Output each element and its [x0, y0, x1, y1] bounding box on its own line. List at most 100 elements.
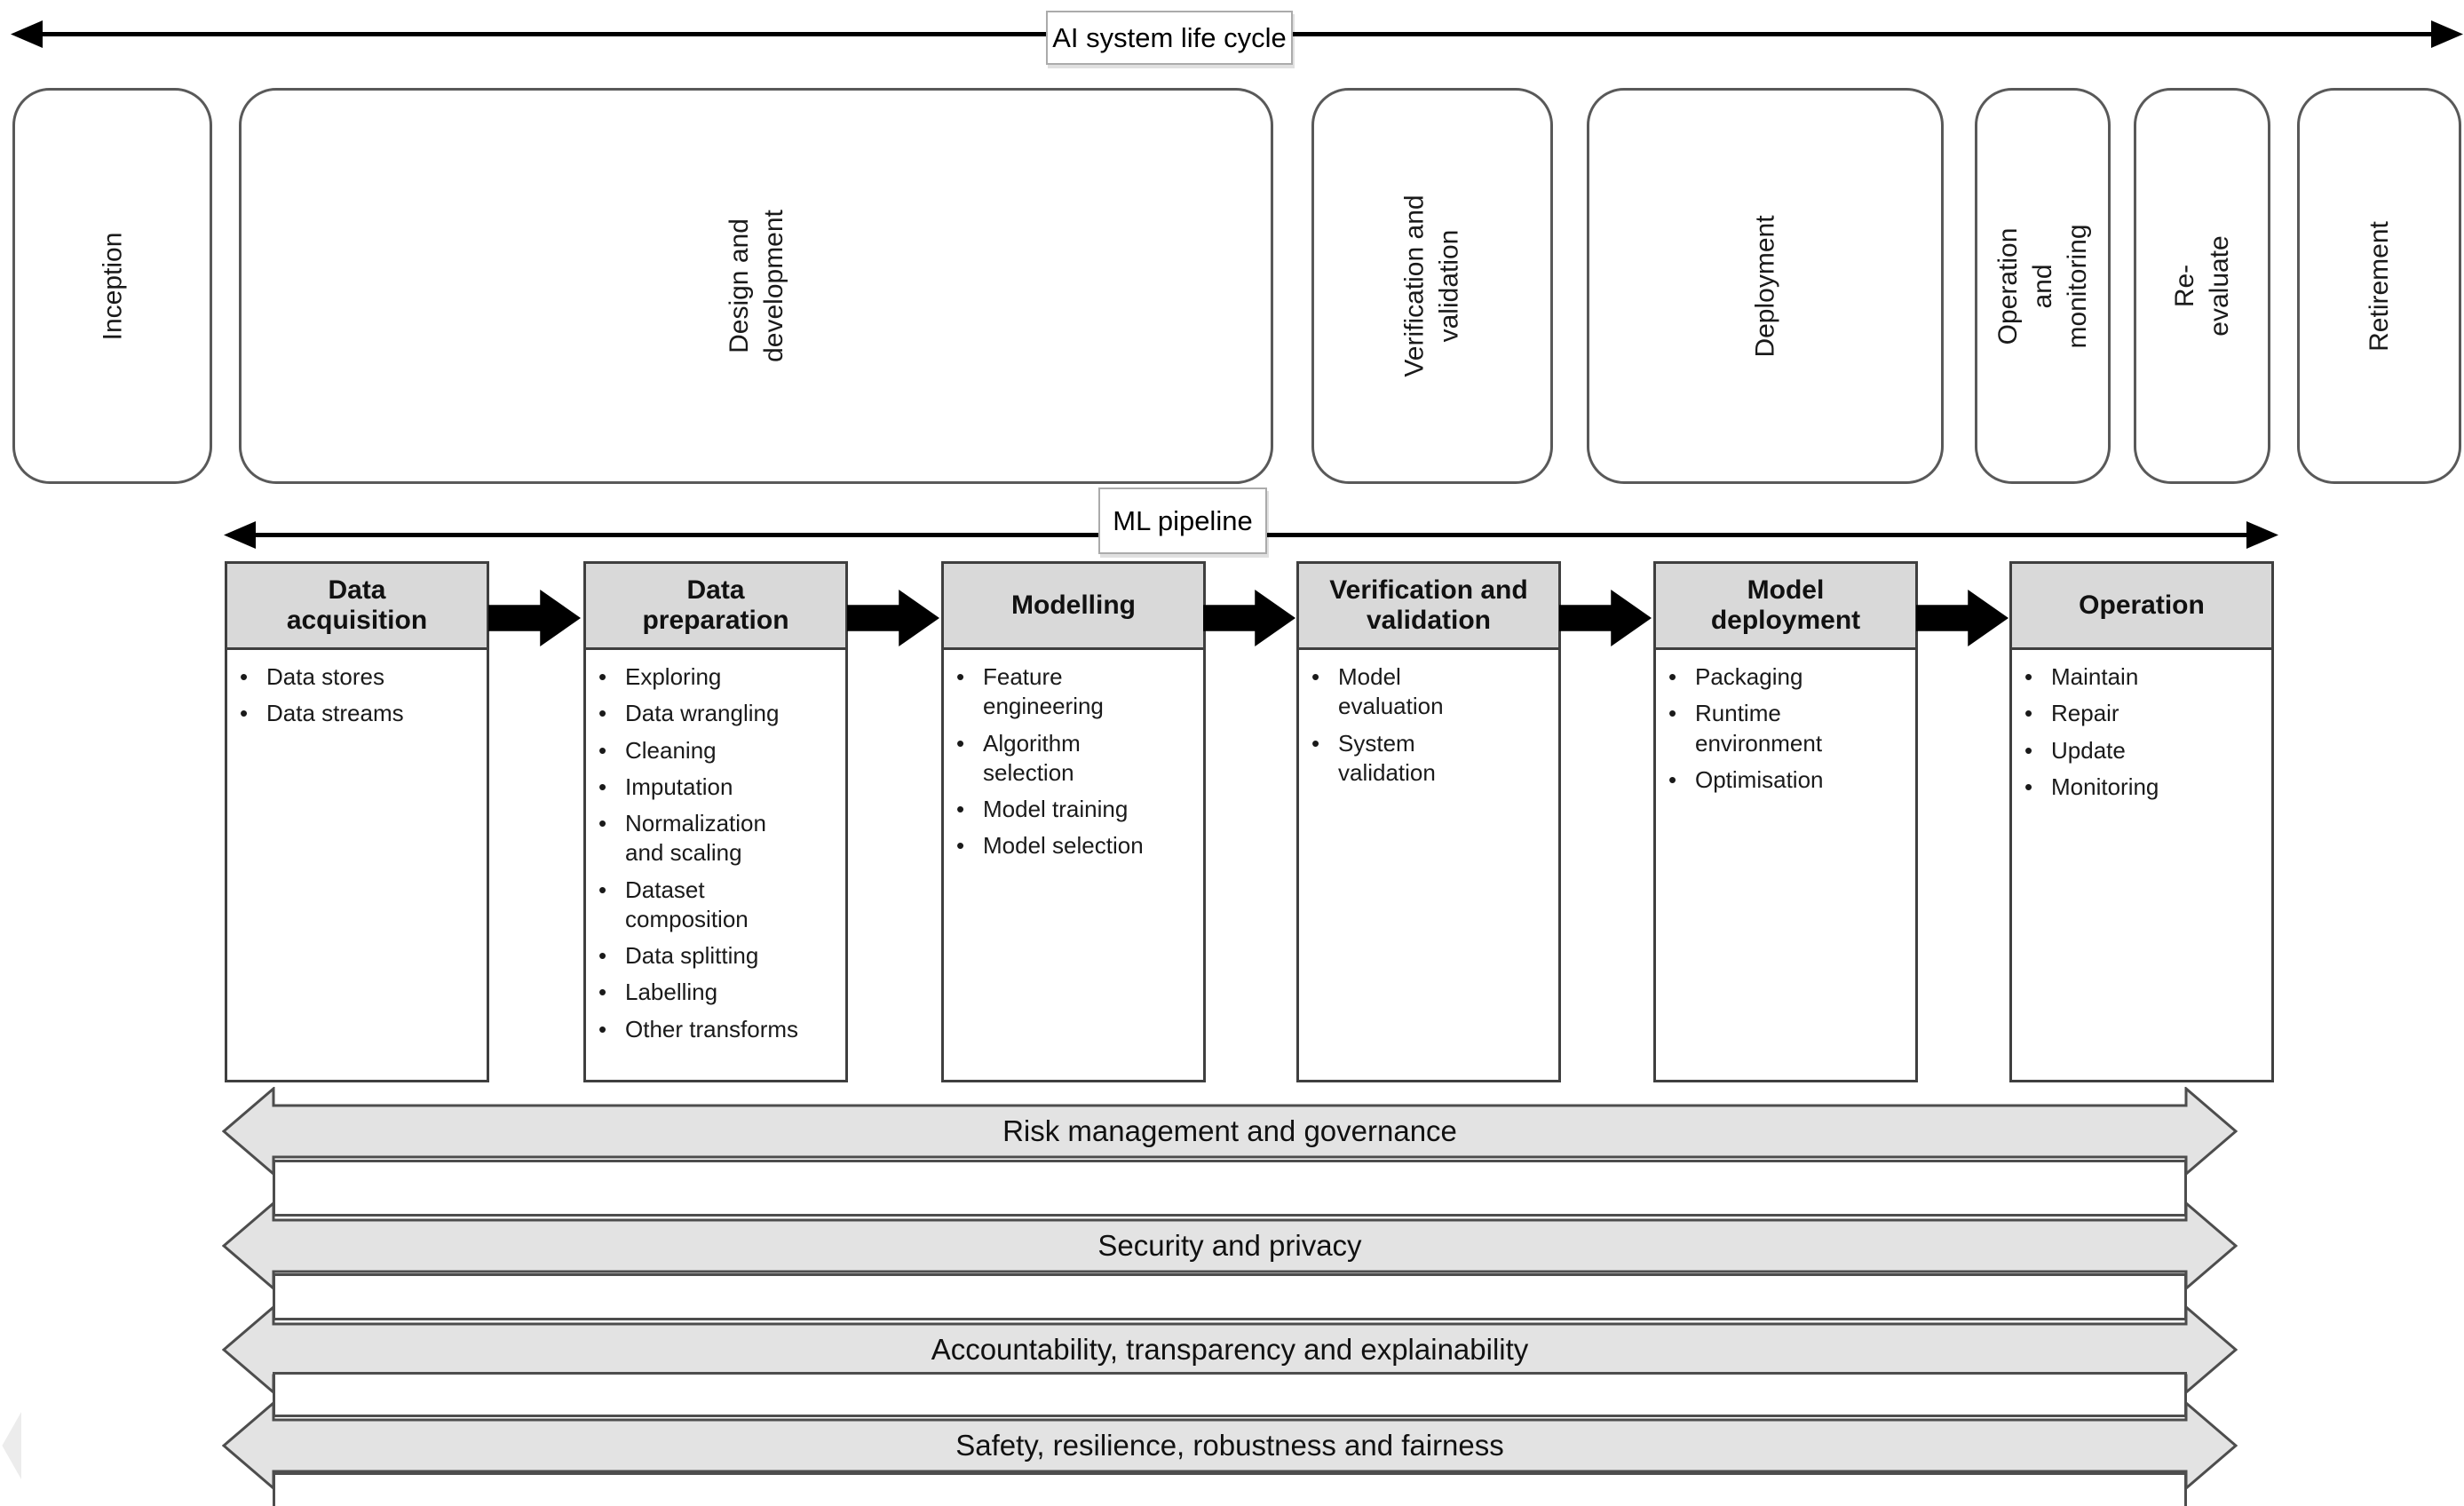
bullet-item: • Model evaluation: [1311, 662, 1551, 722]
bullet-icon: •: [2024, 700, 2033, 727]
bullet-text: Other transforms: [625, 1015, 799, 1042]
bullet-icon: •: [240, 663, 249, 690]
bullet-item: • Cleaning: [598, 736, 838, 765]
bullet-text: Monitoring: [2051, 773, 2159, 800]
bullet-text: Repair: [2051, 700, 2119, 727]
bullet-item: • Optimisation: [1668, 765, 1908, 795]
column-title: Verification and validation: [1329, 575, 1528, 636]
bullet-icon: •: [2024, 736, 2033, 764]
stage-retirement: Retirement: [2297, 88, 2461, 484]
bullet-text: Model training: [983, 796, 1129, 823]
banner-text: Security and privacy: [1097, 1229, 1362, 1262]
column-body: •Packaging•Runtime environment•Optimisat…: [1653, 650, 1918, 1082]
bullet-icon: •: [598, 876, 607, 903]
column-header: Verification and validation: [1296, 561, 1561, 650]
white-band: [273, 1160, 2187, 1217]
bullet-item: •Update: [2024, 736, 2264, 765]
bullet-text: Exploring: [625, 663, 722, 690]
bullet-item: •Feature engineering: [956, 662, 1196, 722]
bullet-text: Cleaning: [625, 736, 717, 764]
bullet-icon: •: [1668, 663, 1677, 690]
bullet-icon: •: [598, 979, 607, 1006]
lifecycle-arrowhead-right-icon: [2431, 20, 2463, 48]
bullet-text: Data stores: [266, 663, 384, 690]
stage-re-evaluate: Re-evaluate: [2134, 88, 2270, 484]
bullet-icon: •: [1668, 700, 1677, 727]
bullet-item: • Labelling: [598, 978, 838, 1007]
bullet-icon: •: [956, 832, 965, 860]
bullet-icon: •: [598, 663, 607, 690]
lifecycle-arrow-label-text: AI system life cycle: [1052, 21, 1287, 53]
pipeline-column-model-deployment: Model deployment •Packaging•Runtime envi…: [1653, 561, 1918, 1082]
column-body: • Model evaluation •System validation: [1296, 650, 1561, 1082]
bullet-icon: •: [598, 942, 607, 970]
column-title: Modelling: [1011, 590, 1136, 620]
bullet-list: •Exploring•Data wrangling•Cleaning•Imput…: [598, 662, 838, 1044]
bullet-item: • Algorithm selection: [956, 729, 1196, 789]
stage-design-and-development: Design and development: [239, 88, 1273, 484]
bullet-text: Labelling: [625, 979, 718, 1006]
stage-label: Deployment: [1750, 214, 1780, 358]
bullet-text: Algorithm selection: [983, 729, 1081, 786]
column-header: Modelling: [941, 561, 1206, 650]
bullet-text: Data splitting: [625, 942, 759, 970]
column-title: Data preparation: [642, 575, 789, 636]
bullet-item: • Data splitting: [598, 941, 838, 971]
stage-label: Verification and validation: [1399, 194, 1464, 377]
pipeline-column-verification-and-validation: Verification and validation • Model evalu…: [1296, 561, 1561, 1082]
bullet-item: • Model training: [956, 795, 1196, 824]
stage-label: Design and development: [724, 210, 788, 362]
step-arrow-icon: [1916, 590, 2008, 646]
banner-text: Accountability, transparency and explain…: [931, 1333, 1529, 1366]
bullet-item: • Dataset composition: [598, 876, 838, 935]
bullet-list: •Feature engineering • Algorithm selection…: [956, 662, 1196, 861]
bullet-item: •System validation: [1311, 729, 1551, 789]
bullet-icon: •: [598, 773, 607, 800]
bullet-text: Maintain: [2051, 663, 2139, 690]
bullet-item: •Data streams: [240, 699, 479, 728]
bullet-icon: •: [598, 700, 607, 727]
step-arrow-icon: [1203, 590, 1295, 646]
column-title: Data acquisition: [286, 575, 428, 636]
bullet-item: • Other transforms: [598, 1015, 838, 1044]
pipeline-column-data-acquisition: Data acquisition • Data stores •Data strea…: [225, 561, 489, 1082]
bullet-item: •Maintain: [2024, 662, 2264, 692]
bullet-icon: •: [956, 729, 965, 757]
banner-text: Safety, resilience, robustness and fairn…: [955, 1429, 1504, 1462]
pipeline-column-operation: Operation •Maintain•Repair•Update•Monito…: [2009, 561, 2274, 1082]
bullet-icon: •: [1668, 765, 1677, 793]
bullet-icon: •: [240, 700, 249, 727]
pipeline-column-data-preparation: Data preparation • Exploring •Data wrangli…: [583, 561, 848, 1082]
bullet-list: •Maintain•Repair•Update•Monitoring: [2024, 662, 2264, 802]
bullet-text: Dataset composition: [625, 876, 749, 932]
bullet-text: Model evaluation: [1338, 663, 1444, 720]
pipeline-arrow-label-text: ML pipeline: [1113, 504, 1253, 536]
column-header: Operation: [2009, 561, 2274, 650]
bullet-icon: •: [598, 736, 607, 764]
column-title: Operation: [2079, 590, 2205, 620]
pipeline-arrowhead-right-icon: [2246, 521, 2278, 549]
column-header: Model deployment: [1653, 561, 1918, 650]
bullet-list: • Data stores •Data streams: [240, 662, 479, 729]
bullet-item: •Packaging: [1668, 662, 1908, 692]
bullet-list: •Packaging•Runtime environment•Optimisat…: [1668, 662, 1908, 795]
lifecycle-arrow-label: AI system life cycle: [1046, 11, 1293, 65]
column-body: • Data stores •Data streams: [225, 650, 489, 1082]
stage-verification-and-validation: Verification and validation: [1311, 88, 1553, 484]
white-band: [273, 1472, 2187, 1506]
stage-operation-and-monitoring: Operation and monitoring: [1975, 88, 2111, 484]
bullet-item: •Data wrangling: [598, 699, 838, 728]
bullet-icon: •: [598, 1015, 607, 1042]
bullet-item: • Exploring: [598, 662, 838, 692]
bullet-icon: •: [956, 796, 965, 823]
bullet-list: • Model evaluation •System validation: [1311, 662, 1551, 788]
edge-artifact: [2, 1412, 21, 1479]
white-band: [273, 1273, 2187, 1320]
bullet-text: Optimisation: [1695, 765, 1824, 793]
step-arrow-icon: [488, 590, 581, 646]
bullet-item: •Normalization and scaling: [598, 809, 838, 868]
pipeline-arrow-label: ML pipeline: [1098, 487, 1267, 554]
bullet-item: •Imputation: [598, 773, 838, 802]
bullet-icon: •: [1311, 663, 1320, 690]
